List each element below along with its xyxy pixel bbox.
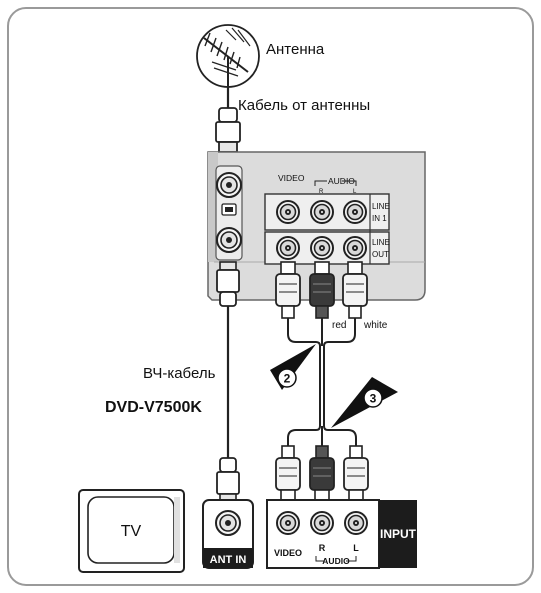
antenna-cable-plug (215, 107, 241, 153)
tv-audio-r-out-jack (310, 236, 334, 260)
tv-label: TV (121, 523, 142, 540)
rf-cable-bottom-plug (216, 457, 240, 503)
step-2-number: 2 (284, 372, 291, 386)
bottom-white-plug (343, 445, 369, 501)
dvd-input-panel (266, 499, 417, 569)
tv-audio-r-label: R (319, 189, 324, 195)
bottom-red-plug (309, 445, 335, 501)
white-label: white (363, 320, 388, 331)
tv-video-in-jack (276, 200, 300, 224)
tv-line-in-jacks (276, 200, 367, 224)
rf-cable-top-plug (216, 261, 240, 307)
tv-set-icon (78, 489, 185, 573)
top-white-plug (342, 261, 368, 319)
tv-audio-r-in-jack (310, 200, 334, 224)
top-video-plug (275, 261, 301, 319)
device-model-label: DVD-V7500K (105, 399, 202, 416)
antenna-icon (196, 24, 260, 88)
line-out-sub: OUT (372, 250, 389, 259)
ant-in-jack (215, 510, 241, 536)
input-video-jack (276, 511, 300, 535)
input-l-label: L (353, 543, 359, 553)
dvd-ant-in-panel (202, 499, 254, 569)
input-audio-label: AUDIO (322, 556, 350, 566)
lower-cable-bundle (287, 425, 357, 446)
red-label: red (332, 320, 346, 331)
input-video-label: VIDEO (274, 548, 302, 558)
top-red-plug (309, 261, 335, 319)
rf-cable-label: ВЧ-кабель (143, 365, 216, 382)
step-2-marker: 2 (270, 344, 316, 390)
line-out-label: LINE (372, 238, 390, 247)
upper-cable-bundle (287, 318, 356, 426)
ant-in-label: ANT IN (210, 554, 247, 566)
tv-mini-icon (221, 203, 237, 216)
line-in-label: LINE (372, 202, 390, 211)
step-3-marker: 3 (331, 377, 398, 428)
input-label: INPUT (380, 527, 417, 541)
input-audio-l-jack (344, 511, 368, 535)
tv-audio-l-in-jack (343, 200, 367, 224)
step-3-number: 3 (370, 392, 377, 406)
line-in-number: IN 1 (372, 214, 387, 223)
tv-line-out-jacks (276, 236, 367, 260)
input-r-label: R (319, 543, 326, 553)
input-audio-r-jack (310, 511, 334, 535)
tv-video-out-jack (276, 236, 300, 260)
antenna-cable-label: Кабель от антенны (238, 97, 370, 114)
tv-audio-label: AUDIO (328, 176, 355, 186)
antenna-label: Антенна (266, 41, 325, 58)
tv-audio-l-label: L (353, 189, 357, 195)
bottom-video-plug (275, 445, 301, 501)
tv-video-label: VIDEO (278, 173, 305, 183)
tv-audio-l-out-jack (343, 236, 367, 260)
